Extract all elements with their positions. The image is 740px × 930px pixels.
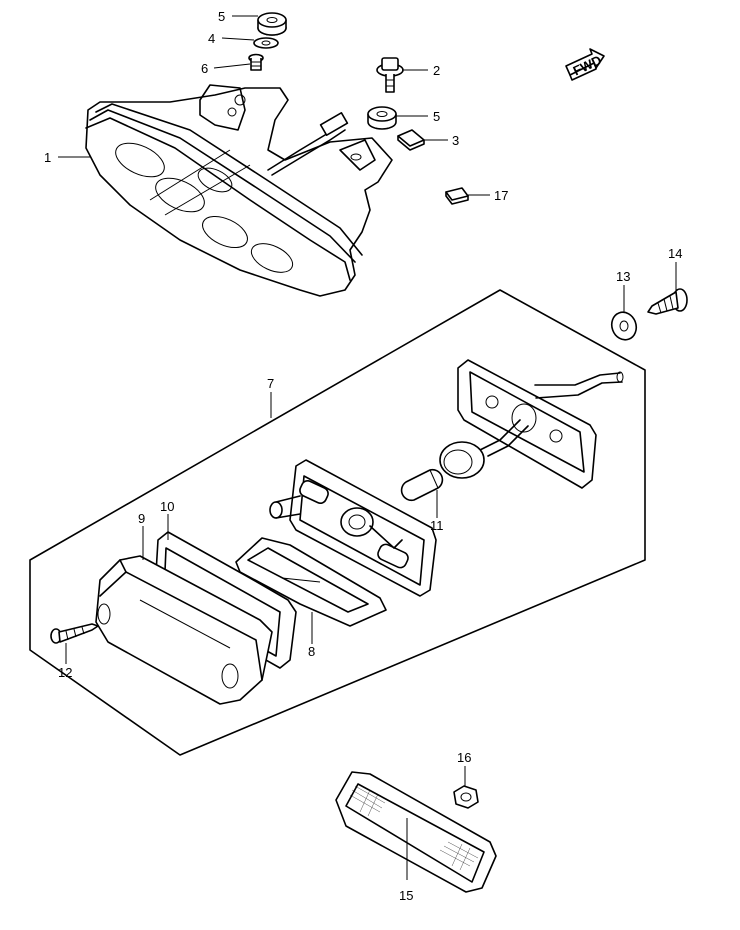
part-number-12: 12 [58,665,72,680]
washer-drawing [253,37,279,49]
washer-small-drawing [610,311,638,341]
part-number-5-right: 5 [433,109,440,124]
cushion-drawing [445,187,469,205]
part-number-5-top: 5 [218,9,225,24]
part-number-16: 16 [457,750,471,765]
part-number-15: 15 [399,888,413,903]
clip-nut-drawing [397,129,425,151]
lamp-lens-inner-drawing [235,537,387,627]
tapping-screw-drawing [647,288,688,315]
bulb-socket-drawing [400,441,485,502]
license-lamp-lens-drawing [95,555,273,705]
leader-lines [58,15,677,880]
nut-drawing [453,785,479,809]
fwd-arrow-icon: FWD [565,48,605,81]
part-number-4: 4 [208,31,215,46]
grommet-right-drawing [367,106,397,130]
part-number-10: 10 [160,499,174,514]
license-bracket-drawing [457,359,624,489]
part-number-8: 8 [308,644,315,659]
grommet-top-drawing [257,12,287,36]
lamp-housing-drawing [269,459,437,597]
screw-with-washer-drawing [376,57,404,93]
bolt-drawing [248,53,264,71]
assembly-outline [29,289,646,756]
part-number-13: 13 [616,269,630,284]
fwd-label: FWD [571,52,604,78]
rear-combination-lamp-drawing [85,84,393,297]
part-number-6: 6 [201,61,208,76]
part-number-3: 3 [452,133,459,148]
reflector-drawing [335,771,497,893]
lens-screw-drawing [50,623,99,644]
part-number-9: 9 [138,511,145,526]
part-number-17: 17 [494,188,508,203]
part-number-2: 2 [433,63,440,78]
part-number-1: 1 [44,150,51,165]
part-number-7: 7 [267,376,274,391]
part-number-11: 11 [430,518,444,533]
part-number-14: 14 [668,246,682,261]
